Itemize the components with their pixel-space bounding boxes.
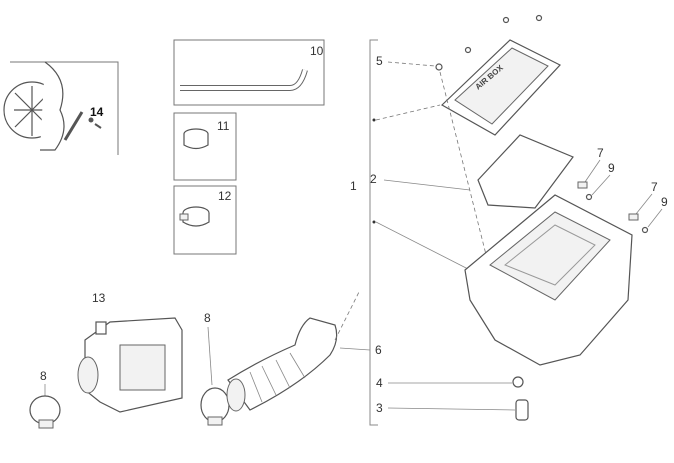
part-airbox-body	[464, 194, 633, 366]
part-12-clamp: 12	[173, 185, 237, 255]
callout-7-upper: 7	[597, 146, 604, 160]
part-4-3-drain: 4 3	[376, 376, 529, 421]
callout-6: 6	[375, 343, 382, 357]
assembly-bracket-1: 1	[350, 39, 471, 426]
callout-13: 13	[92, 291, 106, 305]
part-8-clamp-left: 8	[29, 369, 61, 429]
part-6-intake-duct: 6	[226, 289, 382, 412]
callout-9-upper: 9	[608, 161, 615, 175]
part-10-hose: 10	[173, 39, 325, 106]
callout-8-right: 8	[204, 311, 211, 325]
part-2-filter: 2	[370, 134, 574, 209]
callout-14: 14	[90, 105, 104, 119]
part-7-9-fasteners: 7 9 7 9	[577, 146, 668, 234]
callout-4: 4	[376, 376, 383, 390]
callout-9-lower: 9	[661, 195, 668, 209]
part-13-throttle-body: 13	[77, 291, 183, 413]
callout-5: 5	[376, 54, 383, 68]
callout-11: 11	[217, 119, 230, 133]
callout-10: 10	[310, 44, 324, 58]
inset-engine-detail: 14	[3, 61, 119, 155]
callout-12: 12	[218, 189, 232, 203]
part-11-clamp: 11	[173, 112, 237, 181]
part-lid: 5 AIR BOX	[376, 14, 561, 331]
callout-7-lower: 7	[651, 180, 658, 194]
callout-2: 2	[370, 172, 377, 186]
callout-1: 1	[350, 179, 357, 193]
part-8-clamp-right: 8	[200, 311, 230, 426]
callout-8-left: 8	[40, 369, 47, 383]
callout-3: 3	[376, 401, 383, 415]
